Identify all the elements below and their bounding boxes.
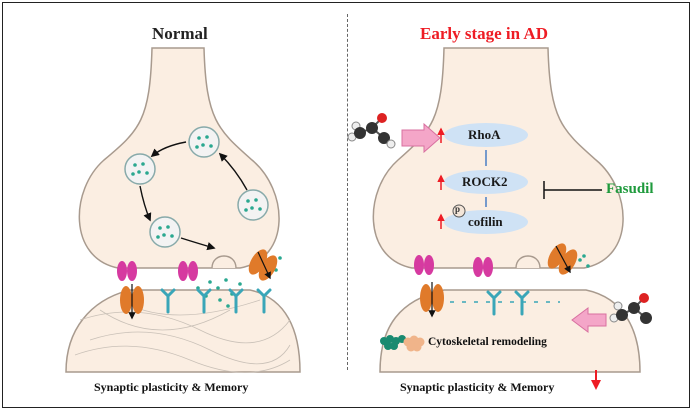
pathway-pills [444, 123, 528, 234]
left-post-receptors [120, 284, 272, 320]
panel-divider [347, 14, 348, 370]
fasudil-inhibition [543, 181, 602, 199]
pink-arrow-bottom [571, 307, 607, 333]
cytoskeletal-remodeling-label: Cytoskeletal remodeling [428, 336, 547, 348]
left-vesicle-cycle [124, 126, 269, 251]
right-presynaptic-terminal [372, 47, 624, 269]
cytoskeleton-cluster [380, 335, 425, 352]
molecule-bottom [609, 293, 652, 324]
right-panel-title: Early stage in AD [420, 24, 548, 43]
figure-border [2, 2, 690, 408]
left-presynaptic-terminal [78, 47, 280, 269]
right-pre-receptors [414, 243, 590, 277]
left-cytoskeleton-lines [74, 299, 291, 373]
pink-arrow-top [401, 122, 441, 154]
node-cofilin: cofilin [468, 214, 503, 229]
left-panel-title: Normal [152, 24, 208, 43]
right-postsynaptic-membrane [379, 289, 641, 373]
node-rock2: ROCK2 [462, 174, 508, 189]
right-post-receptors [420, 282, 560, 318]
molecule-top [347, 113, 396, 149]
left-pre-receptors [117, 249, 278, 281]
phospho-label: p [455, 204, 461, 214]
right-footer: Synaptic plasticity & Memory [400, 380, 555, 394]
node-rhoa: RhoA [468, 127, 501, 142]
fasudil-label: Fasudil [606, 181, 654, 197]
left-footer: Synaptic plasticity & Memory [94, 380, 249, 394]
